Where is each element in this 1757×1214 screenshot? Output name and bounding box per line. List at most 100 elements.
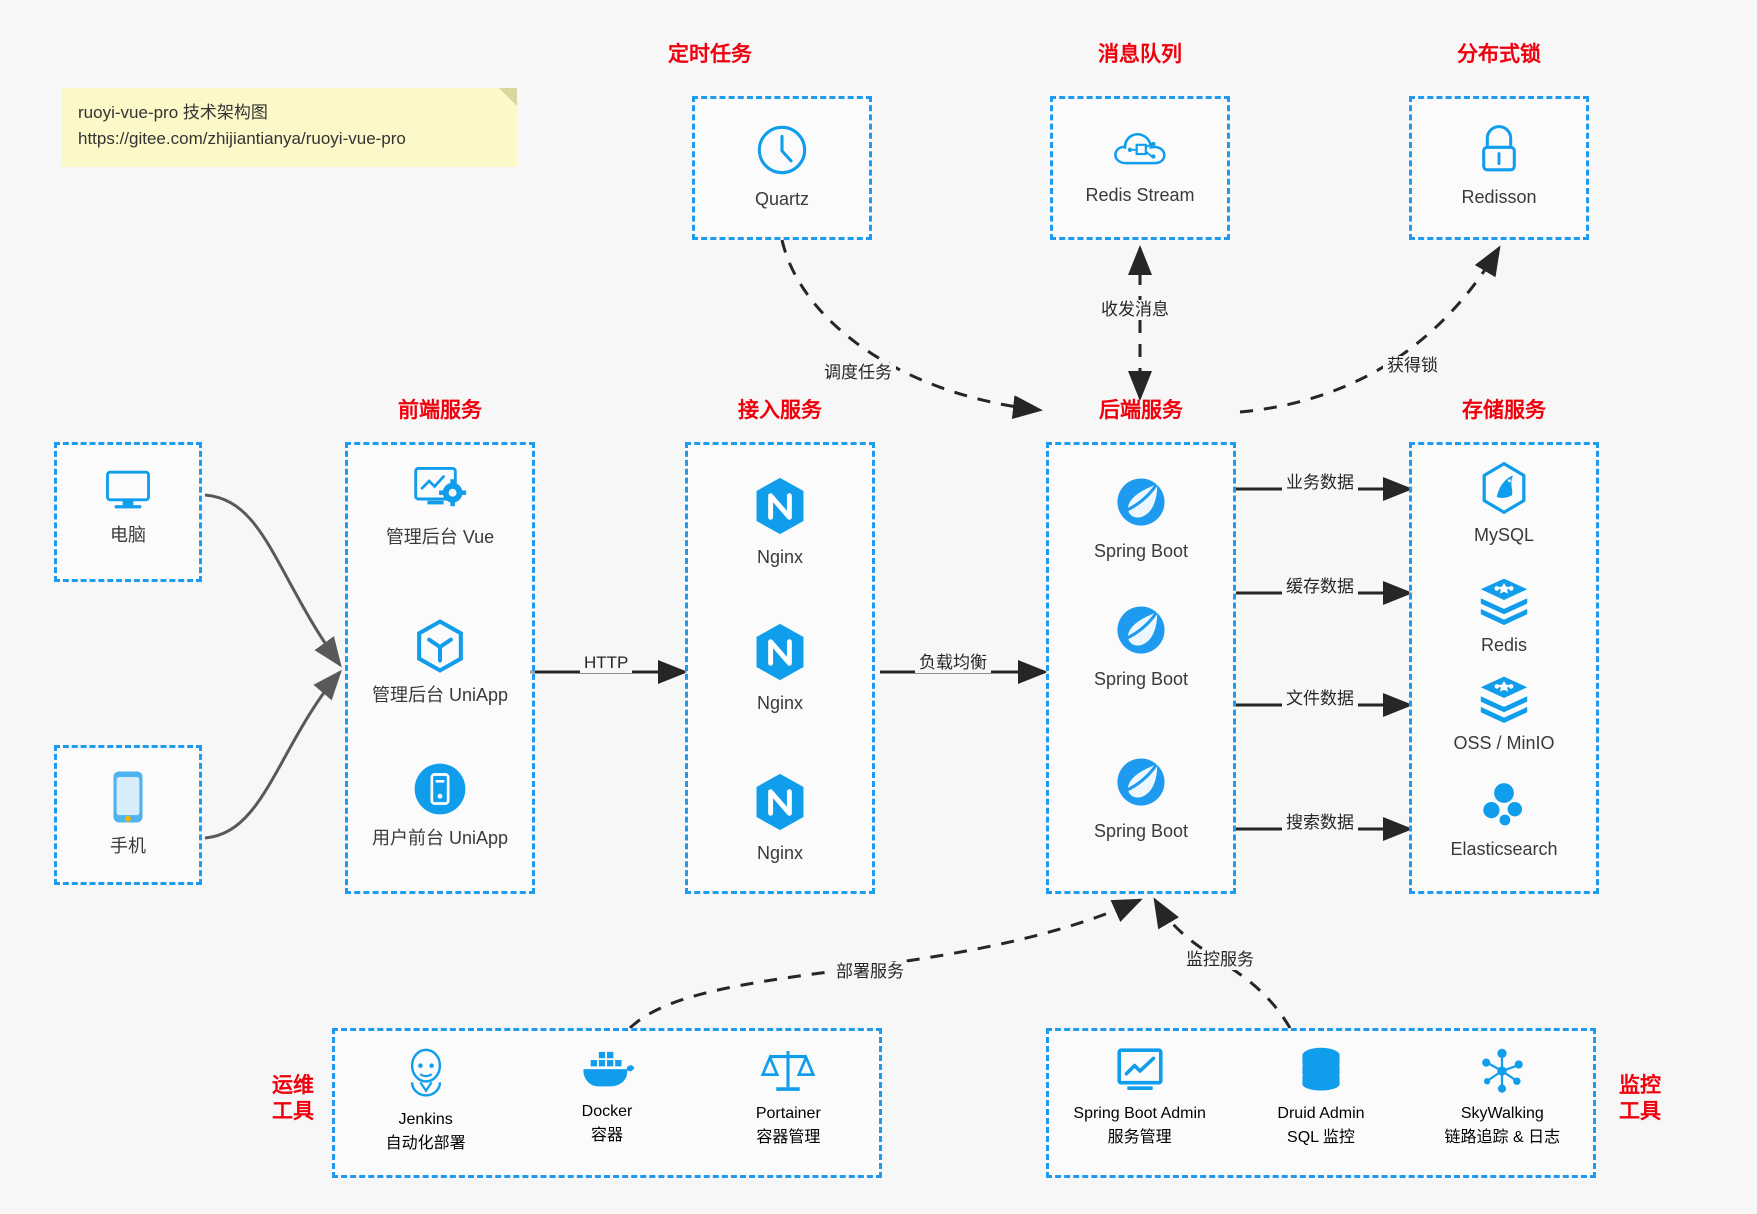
spring-leaf-icon [1117, 478, 1165, 526]
database-icon [1302, 1047, 1340, 1091]
docker-whale-icon [583, 1051, 635, 1087]
node-springboot-1[interactable]: Spring Boot [1049, 473, 1233, 563]
node-redisson[interactable]: Redisson [1412, 123, 1586, 209]
clock-icon [757, 125, 807, 175]
uniapp-cube-icon [417, 619, 463, 673]
node-admin-uniapp[interactable]: 管理后台 UniApp [348, 617, 532, 707]
note-line-2: https://gitee.com/zhijiantianya/ruoyi-vu… [78, 129, 406, 149]
group-label-devops-line1: 运维 [272, 1074, 314, 1097]
group-label-devops: 运维 工具 [258, 1073, 328, 1126]
dashboard-gear-icon [414, 466, 467, 507]
node-skywalking[interactable]: SkyWalking 链路追踪 & 日志 [1412, 1045, 1593, 1147]
edge-label-business-data: 业务数据 [1282, 473, 1358, 494]
group-label-monitor-line2: 工具 [1619, 1100, 1661, 1124]
node-nginx-2[interactable]: Nginx [688, 621, 872, 715]
group-box-computer: 电脑 [54, 442, 202, 582]
node-label: Nginx [756, 843, 804, 863]
node-label: Redisson [1461, 187, 1537, 207]
node-redis[interactable]: Redis [1412, 575, 1596, 657]
node-sublabel: SQL 监控 [1287, 1129, 1355, 1146]
skywalking-node-icon [1482, 1048, 1524, 1093]
desktop-monitor-icon [106, 470, 150, 509]
group-box-storage: MySQL Redis [1409, 442, 1599, 894]
monitor-chart-icon [1117, 1048, 1163, 1090]
node-label: Nginx [756, 693, 804, 713]
edge-label-file-data: 文件数据 [1282, 689, 1358, 710]
edge-label-acquire-lock: 获得锁 [1383, 356, 1442, 377]
node-label: 电脑 [110, 525, 146, 545]
node-mysql[interactable]: MySQL [1412, 461, 1596, 547]
edge-label-cache-data: 缓存数据 [1282, 577, 1358, 598]
diagram-note: ruoyi-vue-pro 技术架构图 https://gitee.com/zh… [62, 88, 517, 167]
oss-stack-icon [1480, 676, 1528, 723]
node-label: Spring Boot [1093, 669, 1189, 689]
node-label: Druid Admin [1277, 1105, 1365, 1122]
node-redis-stream[interactable]: Redis Stream [1053, 123, 1227, 207]
node-label: Spring Boot Admin [1073, 1105, 1206, 1122]
group-label-frontend: 前端服务 [398, 399, 482, 422]
group-label-devops-line2: 工具 [272, 1100, 314, 1124]
node-label: Docker [581, 1103, 633, 1120]
nginx-icon [756, 773, 804, 831]
node-label: Jenkins [398, 1111, 453, 1128]
node-label: Redis [1480, 635, 1528, 655]
node-sublabel: 服务管理 [1107, 1129, 1172, 1146]
edge-label-monitor-service: 监控服务 [1182, 950, 1258, 971]
group-box-mq: Redis Stream [1050, 96, 1230, 240]
group-label-mq: 消息队列 [1098, 43, 1182, 66]
node-jenkins[interactable]: Jenkins 自动化部署 [335, 1045, 516, 1153]
node-label: Quartz [754, 189, 810, 209]
node-druid-admin[interactable]: Druid Admin SQL 监控 [1230, 1045, 1411, 1147]
node-sublabel: 链路追踪 & 日志 [1444, 1129, 1561, 1146]
node-phone[interactable]: 手机 [57, 768, 199, 858]
group-box-frontend: 管理后台 Vue 管理后台 UniApp 用户前台 UniApp [345, 442, 535, 894]
jenkins-butler-icon [410, 1048, 441, 1097]
node-label: 手机 [110, 836, 146, 856]
node-springboot-3[interactable]: Spring Boot [1049, 753, 1233, 843]
group-box-backend: Spring Boot Spring Boot Spring Boot [1046, 442, 1236, 894]
group-box-monitor: Spring Boot Admin 服务管理 Druid Admin SQL 监… [1046, 1028, 1596, 1178]
node-label: Elasticsearch [1450, 839, 1558, 859]
group-box-lock: Redisson [1409, 96, 1589, 240]
node-label: OSS / MinIO [1453, 733, 1555, 753]
node-admin-vue[interactable]: 管理后台 Vue [348, 463, 532, 549]
group-box-gateway: Nginx Nginx Nginx [685, 442, 875, 894]
edge-label-schedule-task: 调度任务 [820, 363, 896, 384]
node-nginx-3[interactable]: Nginx [688, 771, 872, 865]
node-nginx-1[interactable]: Nginx [688, 475, 872, 569]
node-computer[interactable]: 电脑 [57, 465, 199, 547]
group-label-storage: 存储服务 [1462, 399, 1546, 422]
node-springboot-2[interactable]: Spring Boot [1049, 601, 1233, 691]
node-sublabel: 容器 [590, 1127, 623, 1144]
node-label: 管理后台 UniApp [371, 685, 509, 705]
node-spring-boot-admin[interactable]: Spring Boot Admin 服务管理 [1049, 1045, 1230, 1147]
node-label: Spring Boot [1093, 821, 1189, 841]
group-box-devops: Jenkins 自动化部署 Docker 容器 [332, 1028, 882, 1178]
node-quartz[interactable]: Quartz [695, 121, 869, 211]
edge-label-search-data: 搜索数据 [1282, 813, 1358, 834]
node-elasticsearch[interactable]: Elasticsearch [1412, 775, 1596, 861]
nginx-icon [756, 477, 804, 535]
portainer-scale-icon [760, 1051, 816, 1091]
group-label-monitor-line1: 监控 [1619, 1074, 1661, 1097]
edge-label-http: HTTP [580, 653, 633, 674]
spring-leaf-icon [1117, 606, 1165, 654]
note-line-1: ruoyi-vue-pro 技术架构图 [78, 103, 268, 122]
node-portainer[interactable]: Portainer 容器管理 [698, 1045, 879, 1153]
node-docker[interactable]: Docker 容器 [516, 1045, 697, 1153]
mobile-phone-icon [113, 771, 143, 823]
redis-stack-icon [1480, 578, 1528, 625]
node-user-uniapp[interactable]: 用户前台 UniApp [348, 760, 532, 850]
node-label: Spring Boot [1093, 541, 1189, 561]
group-label-lock: 分布式锁 [1457, 43, 1541, 66]
node-label: SkyWalking [1460, 1105, 1544, 1122]
node-label: Redis Stream [1085, 185, 1195, 205]
group-label-monitor: 监控 工具 [1605, 1073, 1675, 1126]
node-label: Portainer [755, 1105, 821, 1122]
node-oss[interactable]: OSS / MinIO [1412, 673, 1596, 755]
edge-label-send-receive-msg: 收发消息 [1097, 300, 1173, 321]
lock-icon [1482, 125, 1516, 172]
node-sublabel: 容器管理 [756, 1129, 821, 1146]
app-circle-icon [414, 763, 466, 815]
